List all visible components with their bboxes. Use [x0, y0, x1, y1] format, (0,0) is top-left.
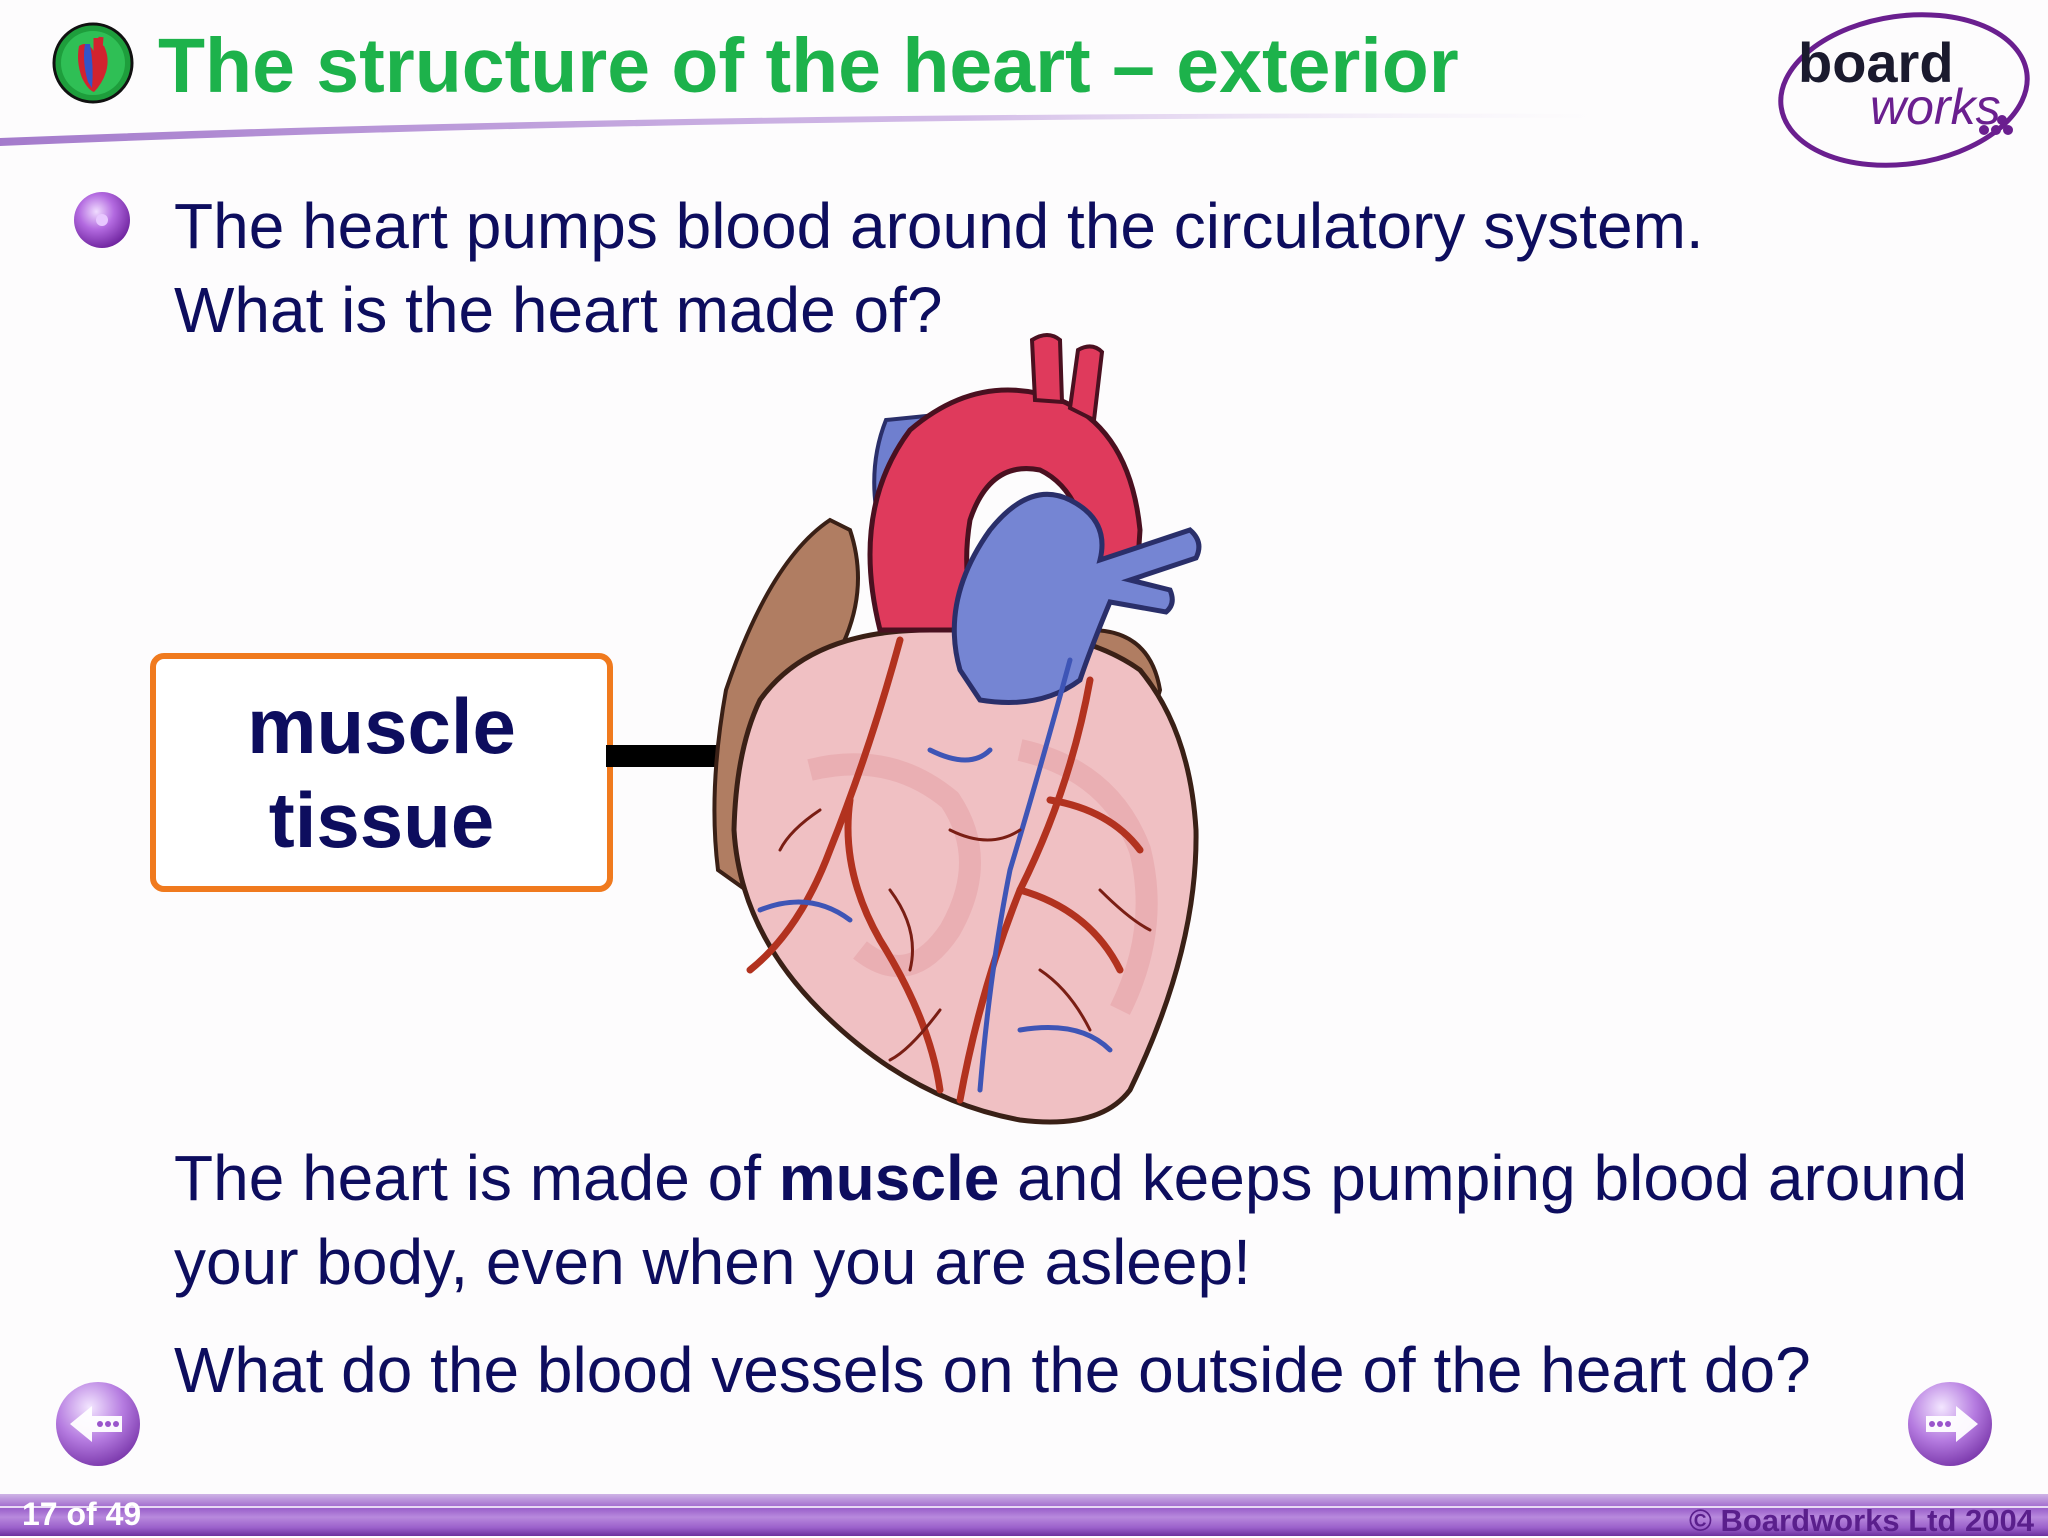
footer-bar: [0, 1494, 2048, 1536]
fact-text-bold: muscle: [778, 1142, 1000, 1214]
header-divider: [0, 113, 1600, 146]
slide-counter: 17 of 49: [22, 1496, 142, 1532]
fact-text-end: and keeps pumping blood around your body…: [174, 1142, 1968, 1298]
copyright-text: © Boardworks Ltd 2004: [1689, 1503, 2034, 1538]
fact-text-start: The heart is made of: [174, 1142, 779, 1214]
boardworks-logo: board works: [1778, 12, 2030, 168]
label-box: muscle tissue: [150, 653, 613, 892]
bullet-icon: [74, 192, 130, 248]
footer-stripe: [0, 1506, 2048, 1508]
question-text: What do the blood vessels on the outside…: [174, 1334, 1811, 1406]
intro-line-1: The heart pumps blood around the circula…: [174, 190, 1704, 262]
forward-arrow-icon[interactable]: [1904, 1378, 1996, 1470]
intro-line-2: What is the heart made of?: [174, 274, 943, 346]
back-arrow-icon[interactable]: [52, 1378, 144, 1470]
slide-title: The structure of the heart – exterior: [158, 23, 1459, 109]
logo-works-text: works: [1870, 79, 2001, 135]
heart-icon: [52, 22, 134, 104]
heart-illustration: [712, 333, 1202, 1125]
intro-text: The heart pumps blood around the circula…: [174, 184, 1974, 352]
label-text: muscle tissue: [247, 681, 516, 864]
fact-text: The heart is made of muscle and keeps pu…: [174, 1136, 1974, 1304]
logo-board-text: board: [1798, 31, 1954, 94]
